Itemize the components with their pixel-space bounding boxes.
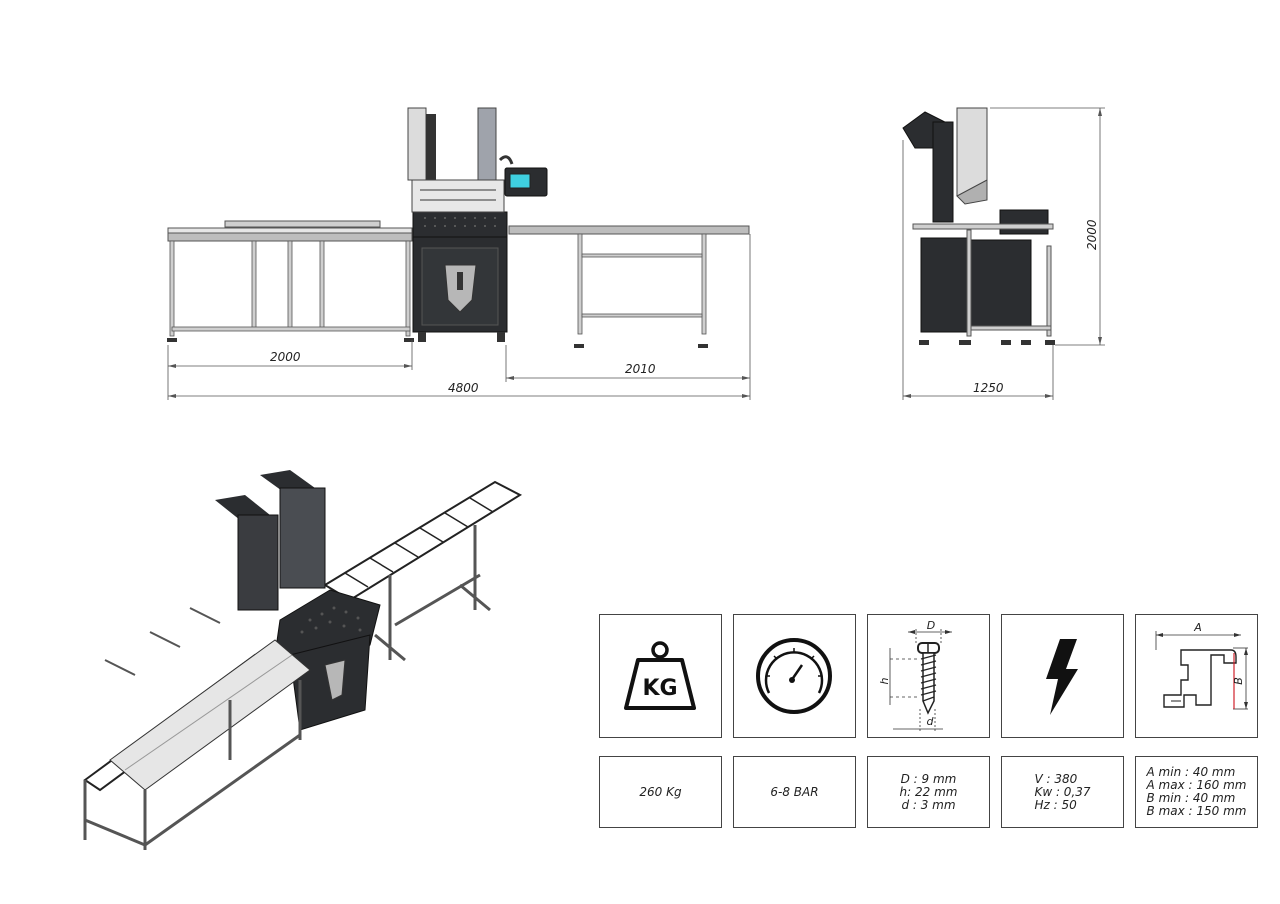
side-view-drawing: 2000 1250 xyxy=(895,100,1115,405)
isometric-view-drawing xyxy=(70,460,530,860)
spec-pressure-icon-box xyxy=(733,614,856,738)
spec-electric-values: V : 380 Kw : 0,37 Hz : 50 xyxy=(1001,756,1124,828)
profile-section-icon: A B xyxy=(1155,621,1248,710)
spec-line: d : 3 mm xyxy=(901,797,956,812)
spec-line: B max : 150 mm xyxy=(1146,804,1247,818)
spec-pressure-value: 6-8 BAR xyxy=(733,756,856,828)
spec-profile-values: A min : 40 mm A max : 160 mm B min : 40 … xyxy=(1135,756,1258,828)
spec-electric-icon-box xyxy=(1001,614,1124,738)
spec-screw-icon-box: D h d xyxy=(867,614,990,738)
spec-line: A min : 40 mm xyxy=(1146,765,1236,779)
screw-dimensions-icon: D h d xyxy=(878,619,952,733)
dimension-total-length: 4800 xyxy=(448,381,479,395)
front-view-drawing: 2000 2010 4800 xyxy=(160,100,760,410)
spec-line: 6-8 BAR xyxy=(770,784,819,799)
lightning-bolt-icon xyxy=(1046,639,1078,715)
spec-line: h: 22 mm xyxy=(899,784,958,799)
spec-profile-icon-box: A B xyxy=(1135,614,1258,738)
spec-weight-value: 260 Kg xyxy=(599,756,722,828)
svg-text:h: h xyxy=(878,677,891,684)
spec-line: Kw : 0,37 xyxy=(1034,784,1091,799)
spec-line: V : 380 xyxy=(1034,771,1078,786)
spec-screw-values: D : 9 mm h: 22 mm d : 3 mm xyxy=(867,756,990,828)
spec-line: D : 9 mm xyxy=(900,771,957,786)
dimension-depth: 1250 xyxy=(973,381,1004,395)
svg-text:D: D xyxy=(927,619,935,632)
isometric-machine-illustration xyxy=(83,470,523,850)
svg-text:B: B xyxy=(1232,677,1245,685)
front-view-machine-illustration xyxy=(167,107,751,400)
spec-line: B min : 40 mm xyxy=(1146,791,1236,805)
dimension-right-table: 2010 xyxy=(625,362,656,376)
svg-text:d: d xyxy=(927,715,935,728)
side-view-machine-illustration xyxy=(902,107,1105,400)
weight-kg-icon: KG xyxy=(624,641,696,710)
svg-text:A: A xyxy=(1193,621,1202,634)
dimension-left-table: 2000 xyxy=(270,350,301,364)
spec-weight-icon-box: KG xyxy=(599,614,722,738)
spec-line: A max : 160 mm xyxy=(1146,778,1247,792)
spec-line: Hz : 50 xyxy=(1034,797,1077,812)
dimension-height: 2000 xyxy=(1085,219,1099,250)
svg-text:KG: KG xyxy=(642,676,677,701)
pressure-gauge-icon xyxy=(756,638,832,714)
spec-line: 260 Kg xyxy=(639,784,682,799)
